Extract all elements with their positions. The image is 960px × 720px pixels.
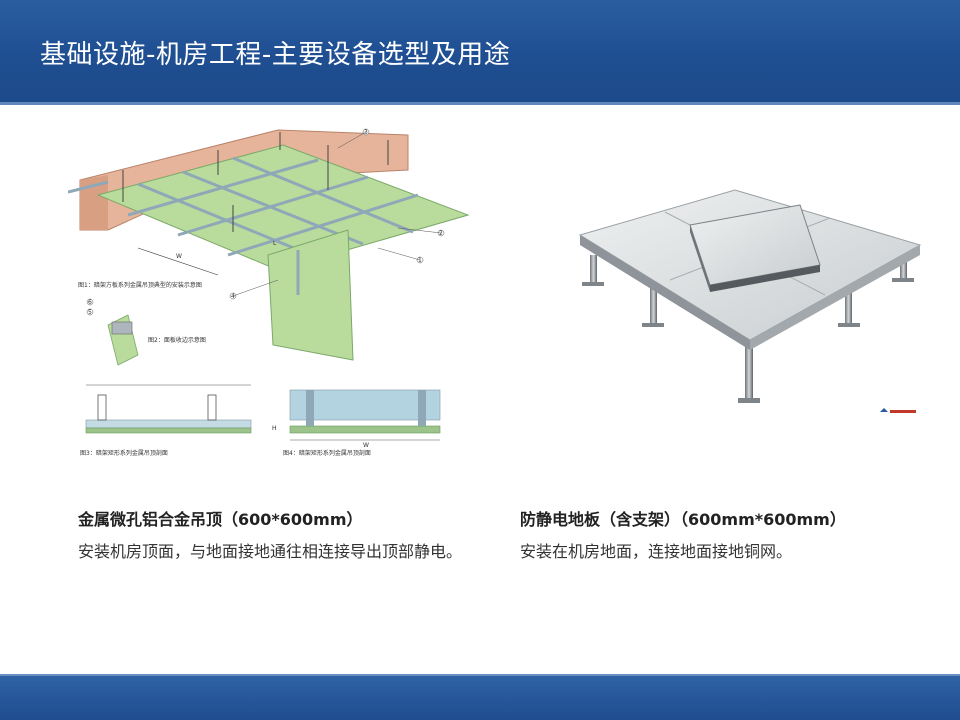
- ceiling-title: 金属微孔铝合金吊顶（600*600mm）: [78, 510, 363, 529]
- fig3-caption: 图3：暗架矩形系列金属吊顶剖面: [80, 449, 168, 457]
- ceiling-installation-diagram: W L 3 2 1 4 图1：暗架方板系列金属吊顶典型的安装示意图 6 5 图2…: [68, 128, 470, 457]
- header-bar: 基础设施-机房工程-主要设备选型及用途: [0, 0, 960, 105]
- ceiling-description: 安装机房顶面，与地面接地通往相连接导出顶部静电。: [78, 542, 463, 561]
- page-title: 基础设施-机房工程-主要设备选型及用途: [40, 40, 511, 70]
- callout-3: 3: [364, 129, 368, 136]
- fig2-caption: 图2：面板收边示意图: [148, 336, 206, 344]
- callout-2: 2: [439, 230, 443, 237]
- floor-description: 安装在机房地面，连接地面接地铜网。: [520, 542, 793, 561]
- dim-l-label: L: [273, 240, 277, 247]
- floor-caption: 防静电地板（含支架）（600mm*600mm） 安装在机房地面，连接地面接地铜网…: [520, 506, 920, 568]
- callout-6: 6: [88, 299, 92, 306]
- floor-title: 防静电地板（含支架）（600mm*600mm）: [520, 510, 846, 529]
- dim-h-label: H: [272, 425, 277, 432]
- dim-w-label: W: [176, 253, 182, 260]
- fig4-caption: 图4：暗架矩形系列金属吊顶剖面: [283, 449, 371, 457]
- ceiling-caption: 金属微孔铝合金吊顶（600*600mm） 安装机房顶面，与地面接地通往相连接导出…: [78, 506, 478, 568]
- fig1-caption: 图1：暗架方板系列金属吊顶典型的安装示意图: [78, 281, 202, 289]
- callout-1: 1: [418, 257, 422, 264]
- raised-floor-image: [578, 189, 922, 413]
- footer-bar: [0, 674, 960, 720]
- callout-5: 5: [88, 309, 92, 316]
- callout-4: 4: [231, 293, 235, 300]
- dim-w-label-2: W: [363, 442, 369, 449]
